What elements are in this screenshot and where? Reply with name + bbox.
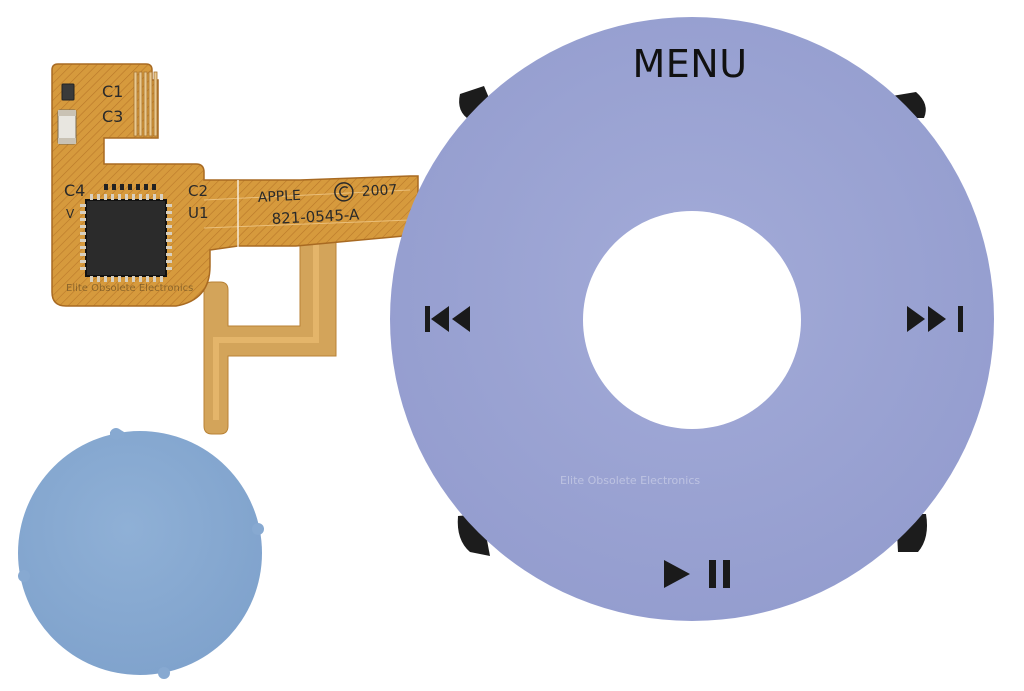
label-part-number: 821-0545-A — [271, 205, 360, 228]
label-v: V — [66, 207, 75, 221]
previous-track-icon — [425, 306, 470, 332]
small-smd-row — [104, 184, 156, 190]
label-year: 2007 — [361, 182, 397, 200]
click-wheel — [390, 17, 994, 621]
center-button — [18, 428, 264, 679]
copyright-icon — [334, 182, 354, 202]
watermark: Elite Obsolete Electronics — [560, 474, 701, 487]
label-c3: C3 — [102, 107, 123, 126]
connector-fingers — [133, 71, 158, 137]
label-c4: C4 — [64, 181, 85, 200]
play-pause-icon — [664, 560, 730, 588]
menu-label: MENU — [632, 42, 748, 86]
flex-tail — [203, 237, 337, 435]
ic-pins — [80, 194, 172, 282]
next-track-icon — [907, 306, 963, 332]
flex-tail-trace — [213, 244, 319, 420]
label-brand: APPLE — [257, 188, 301, 206]
ic-chip — [85, 199, 167, 277]
pcb-traces — [203, 180, 411, 248]
label-c2: C2 — [188, 182, 208, 200]
label-c1: C1 — [102, 82, 123, 101]
capacitor-c1 — [61, 83, 75, 101]
flex-cable: C1 C3 C4 V C2 U1 APPLE 2007 821-0545-A — [51, 63, 419, 435]
wheel-hole — [583, 211, 801, 429]
watermark-pcb: Elite Obsolete Electronics — [66, 283, 194, 294]
label-u1: U1 — [188, 204, 209, 222]
